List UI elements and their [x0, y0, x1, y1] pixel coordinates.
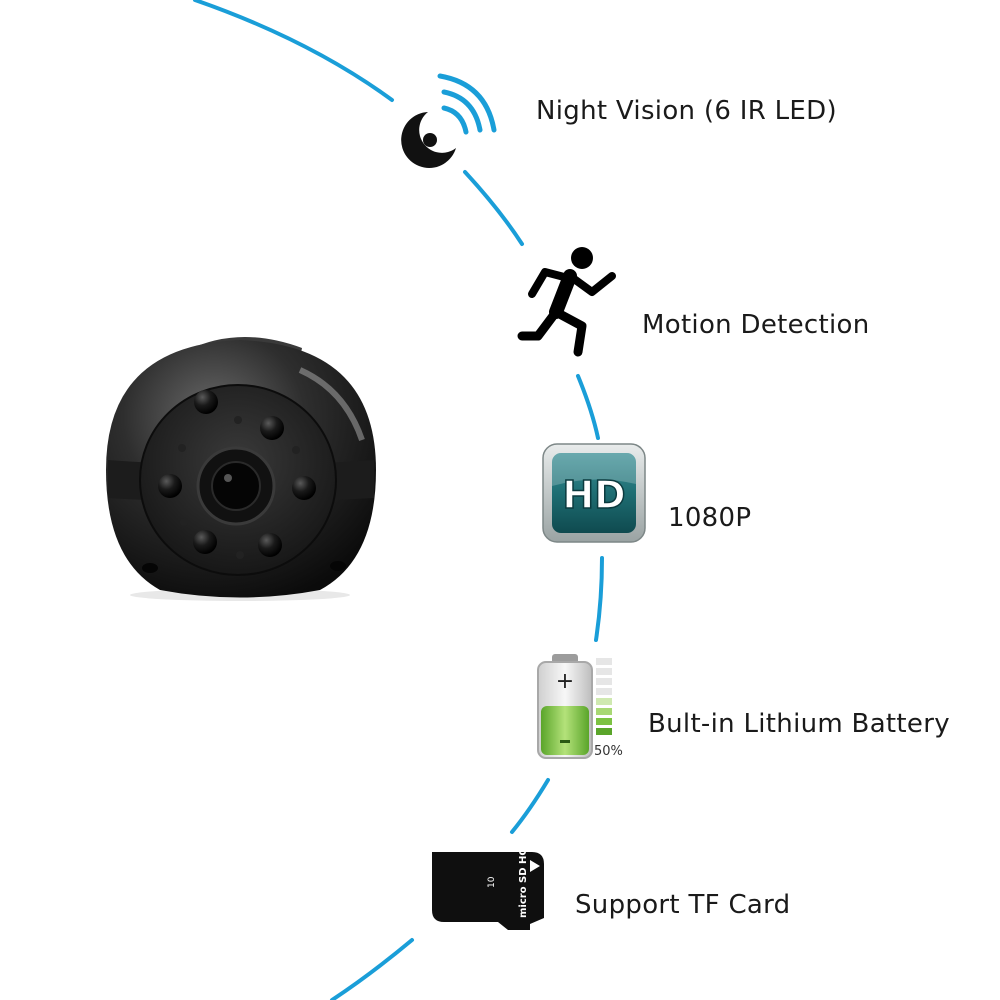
signal-wave	[441, 89, 483, 133]
camera-product-image	[106, 336, 376, 601]
ir-led	[260, 416, 284, 440]
hd-badge-face	[552, 453, 636, 533]
signal-wave	[437, 73, 497, 133]
battery-icon: + 50%	[537, 654, 623, 759]
battery-fill	[541, 706, 589, 755]
feature-label-battery: Bult-in Lithium Battery	[648, 709, 950, 739]
sd-card-body	[432, 852, 544, 930]
ir-led	[194, 390, 218, 414]
running-man-icon	[517, 247, 616, 357]
feature-label-tf-card: Support TF Card	[575, 890, 791, 920]
signal-wave	[441, 105, 469, 135]
camera-lens-glint	[224, 474, 232, 482]
arc-segment-top	[193, 0, 394, 102]
ir-led	[258, 533, 282, 557]
battery-minus	[560, 740, 570, 743]
runner-arm	[528, 268, 572, 298]
arc-segment-1	[463, 170, 524, 246]
hd-badge-gloss	[552, 453, 636, 486]
feature-label-motion-detection: Motion Detection	[642, 310, 870, 340]
ir-led	[292, 476, 316, 500]
camera-highlight	[298, 367, 365, 441]
sd-card-arrow	[530, 860, 540, 872]
night-vision-icon	[401, 73, 497, 168]
arc-segment-4	[510, 778, 550, 834]
connector-arc	[193, 0, 604, 1000]
battery-level-bars	[596, 658, 612, 735]
small-sensor	[236, 551, 244, 559]
arc-segment-2	[576, 374, 600, 440]
ir-led	[158, 474, 182, 498]
runner-arm	[566, 272, 616, 296]
battery-plus: +	[556, 669, 574, 694]
ir-led-ring	[158, 390, 316, 559]
small-sensor	[178, 444, 186, 452]
runner-leg	[517, 307, 561, 341]
feature-label-resolution: 1080P	[668, 503, 752, 533]
runner-torso	[549, 269, 577, 319]
arc-segment-3	[594, 556, 604, 642]
hd-badge-text: HD	[562, 473, 625, 517]
runner-head	[571, 247, 593, 269]
hd-badge-icon: HD	[542, 443, 646, 543]
camera-port	[330, 561, 346, 571]
small-sensor	[234, 416, 242, 424]
moon-dot	[423, 133, 437, 147]
arc-segment-5	[330, 938, 414, 1000]
sd-card-class: 10	[487, 876, 497, 888]
camera-lens	[211, 461, 261, 511]
small-sensor	[292, 446, 300, 454]
camera-port	[142, 563, 158, 573]
battery-percent: 50%	[594, 744, 623, 759]
sd-card-label: micro SD HC	[518, 848, 529, 918]
small-sensor	[180, 518, 188, 526]
ir-led	[193, 530, 217, 554]
microsd-card-icon: 10 micro SD HC	[432, 848, 544, 930]
runner-leg	[551, 307, 587, 357]
crescent-moon-icon	[401, 112, 456, 168]
feature-label-night-vision: Night Vision (6 IR LED)	[536, 96, 837, 126]
